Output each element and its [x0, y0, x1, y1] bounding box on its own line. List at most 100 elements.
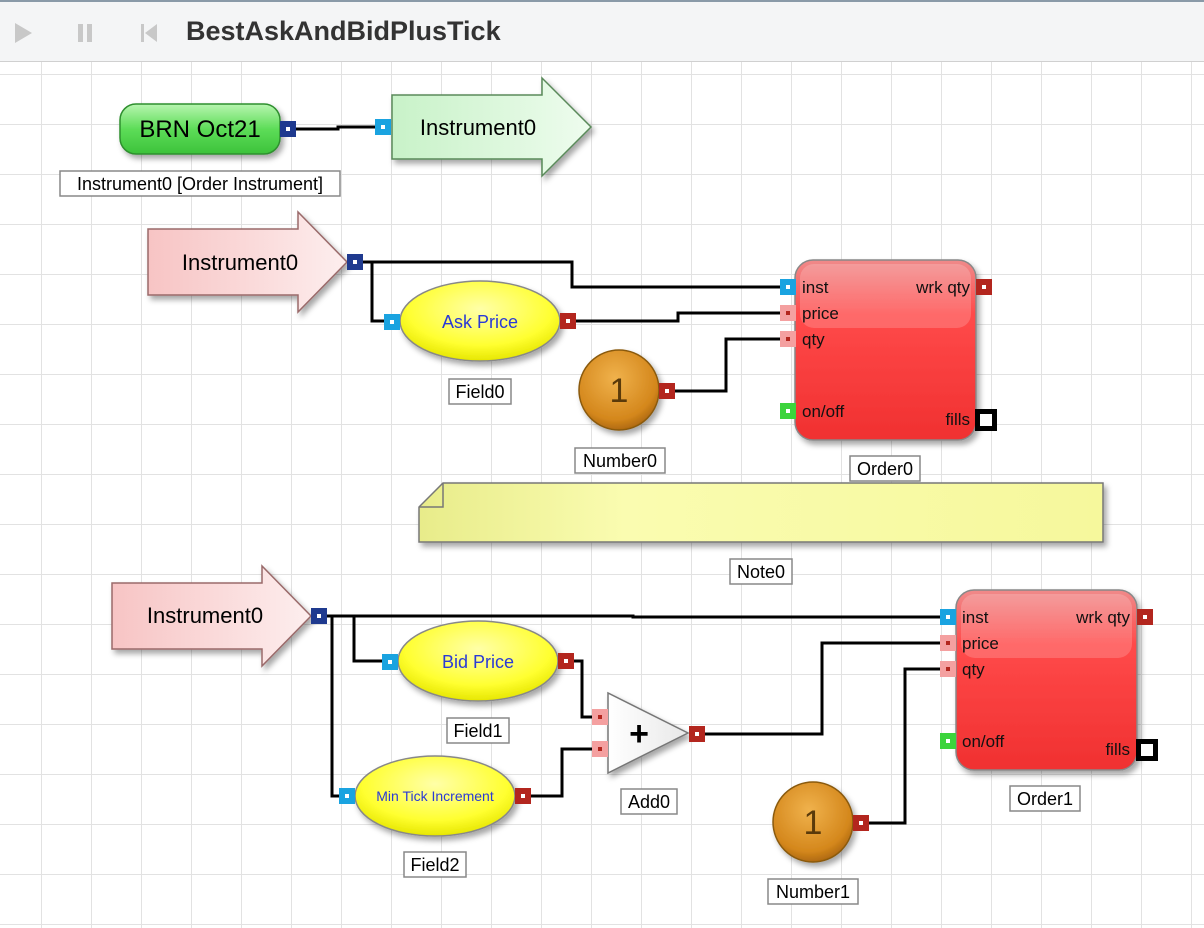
field0-caption: Field0 [448, 378, 512, 405]
note0-node[interactable] [418, 482, 1104, 543]
instrument0-input-b-node[interactable]: Instrument0 [111, 564, 313, 668]
svg-text:Field0: Field0 [455, 382, 504, 402]
pause-icon[interactable] [72, 20, 98, 46]
toolbar: BestAskAndBidPlusTick [0, 0, 1204, 62]
add0-caption: Add0 [620, 788, 678, 815]
instrument0-output-label: Instrument0 [420, 115, 536, 140]
add0-input2-port[interactable] [592, 741, 608, 757]
instrument0-input-a-label: Instrument0 [182, 250, 298, 275]
field1-input-port[interactable] [382, 654, 398, 670]
wire-add0-to-order1-price [697, 641, 946, 736]
number0-output-port[interactable] [659, 383, 675, 399]
number1-caption: Number1 [767, 878, 859, 905]
wire-inst-b-to-field2 [330, 616, 346, 798]
field2-caption: Field2 [403, 851, 467, 878]
number1-value: 1 [804, 804, 823, 842]
wire-field0-to-order0-price [568, 311, 786, 323]
number1-output-port[interactable] [853, 815, 869, 831]
order0-caption: Order0 [849, 455, 921, 482]
add0-input1-port[interactable] [592, 709, 608, 725]
order0-node[interactable] [794, 259, 977, 441]
svg-text:Order1: Order1 [1017, 789, 1073, 809]
svg-text:Order0: Order0 [857, 459, 913, 479]
svg-text:Note0: Note0 [737, 562, 785, 582]
order1-wrkqty-port[interactable] [1137, 609, 1153, 625]
order1-inst-label: inst [962, 608, 989, 627]
order1-caption: Order1 [1009, 785, 1081, 812]
brn-output-port[interactable] [280, 121, 296, 137]
field0-input-port[interactable] [384, 314, 400, 330]
order0-price-label: price [802, 304, 839, 323]
svg-text:Instrument0 [Order Instrument]: Instrument0 [Order Instrument] [77, 174, 323, 194]
wire-inst-b-to-field1 [352, 616, 388, 663]
field0-node[interactable]: Ask Price [399, 280, 561, 362]
order1-inst-port[interactable] [940, 609, 956, 625]
field1-caption: Field1 [446, 717, 510, 744]
note0-caption: Note0 [729, 558, 793, 585]
order0-inst-port[interactable] [780, 279, 796, 295]
instrument0-a-output-port[interactable] [347, 254, 363, 270]
order1-wrkqty-label: wrk qty [1075, 608, 1130, 627]
field0-output-port[interactable] [560, 313, 576, 329]
number1-node[interactable]: 1 [772, 781, 854, 863]
svg-text:Add0: Add0 [628, 792, 670, 812]
field2-node[interactable]: Min Tick Increment [354, 755, 516, 837]
brn-oct21-node[interactable]: BRN Oct21 [119, 103, 281, 155]
order1-fills-label: fills [1105, 740, 1130, 759]
order1-onoff-port[interactable] [940, 733, 956, 749]
order1-onoff-label: on/off [962, 732, 1005, 751]
field2-input-port[interactable] [339, 788, 355, 804]
instrument0-output-node[interactable]: Instrument0 [391, 76, 593, 178]
order0-qty-label: qty [802, 330, 825, 349]
wires [294, 125, 946, 825]
instrument0-input-b-label: Instrument0 [147, 603, 263, 628]
wire-number1-to-order1-qty [861, 667, 946, 825]
order0-onoff-label: on/off [802, 402, 845, 421]
instrument0-input-a-node[interactable]: Instrument0 [147, 210, 349, 314]
order1-qty-label: qty [962, 660, 985, 679]
field1-node[interactable]: Bid Price [397, 620, 559, 702]
brn-caption: Instrument0 [Order Instrument] [59, 170, 341, 197]
skip-back-icon[interactable] [136, 20, 162, 46]
order0-onoff-port[interactable] [780, 403, 796, 419]
order1-price-label: price [962, 634, 999, 653]
wire-number0-to-order0-qty [667, 337, 786, 393]
svg-text:Field1: Field1 [453, 721, 502, 741]
wire-inst-a-to-field0 [370, 262, 390, 323]
order1-price-port[interactable] [940, 635, 956, 651]
order0-wrkqty-label: wrk qty [915, 278, 970, 297]
order1-fills-port[interactable] [1136, 739, 1158, 761]
add0-node[interactable]: + [607, 691, 690, 775]
field0-label: Ask Price [442, 312, 518, 332]
wire-brn-to-instrument0 [294, 125, 384, 131]
brn-oct21-label: BRN Oct21 [139, 116, 260, 143]
add0-output-port[interactable] [689, 726, 705, 742]
number0-value: 1 [610, 372, 629, 410]
order0-fills-label: fills [945, 410, 970, 429]
add0-plus-label: + [629, 715, 649, 753]
field2-label: Min Tick Increment [376, 788, 494, 804]
number0-node[interactable]: 1 [578, 349, 660, 431]
order0-wrkqty-port[interactable] [976, 279, 992, 295]
order0-inst-label: inst [802, 278, 829, 297]
wire-field1-to-add0 [566, 659, 598, 719]
number0-caption: Number0 [574, 447, 666, 474]
wire-field2-to-add0 [524, 747, 598, 798]
field1-label: Bid Price [442, 652, 514, 672]
wire-inst-a-to-order0-inst [358, 260, 786, 289]
field2-output-port[interactable] [515, 788, 531, 804]
svg-text:Number0: Number0 [583, 451, 657, 471]
order0-fills-port[interactable] [975, 409, 997, 431]
play-icon[interactable] [10, 20, 36, 46]
field1-output-port[interactable] [558, 653, 574, 669]
svg-text:Field2: Field2 [410, 855, 459, 875]
wire-inst-b-to-order1-inst [322, 614, 946, 619]
instrument0-b-output-port[interactable] [311, 608, 327, 624]
diagram-title: BestAskAndBidPlusTick [186, 16, 501, 46]
order0-qty-port[interactable] [780, 331, 796, 347]
order0-price-port[interactable] [780, 305, 796, 321]
order1-qty-port[interactable] [940, 661, 956, 677]
order1-node[interactable] [955, 589, 1138, 771]
instrument0-output-inport[interactable] [375, 119, 391, 135]
